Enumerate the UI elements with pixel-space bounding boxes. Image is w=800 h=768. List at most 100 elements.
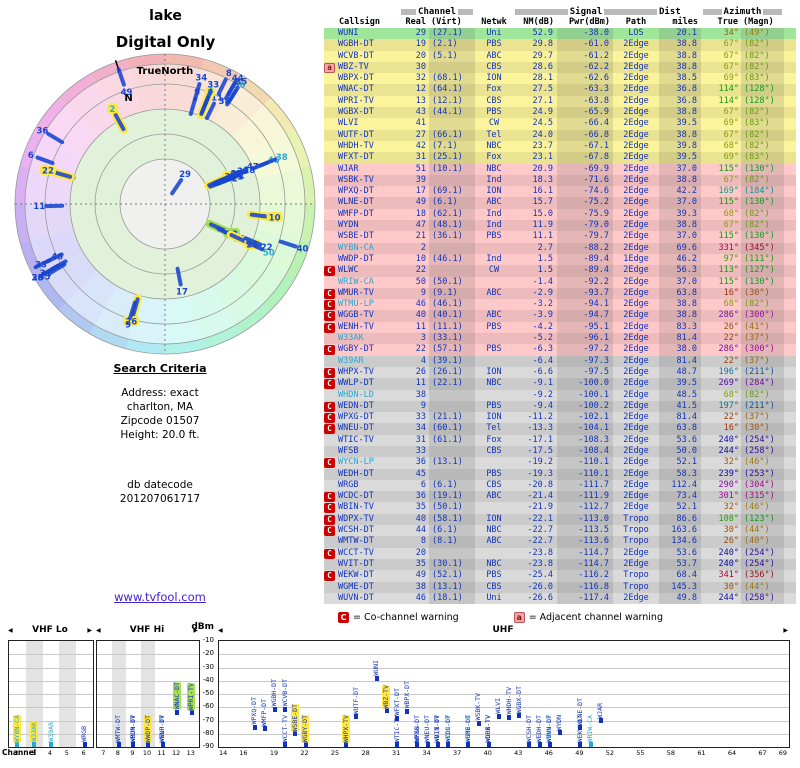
- station-callsign[interactable]: WPXQ-DT: [338, 186, 374, 197]
- channel-real: 45: [415, 468, 426, 479]
- station-callsign[interactable]: WJAR: [338, 163, 359, 174]
- spectrum-station-marker: [131, 742, 136, 747]
- channel-tick: 52: [605, 749, 615, 757]
- station-callsign[interactable]: WBIN-TV: [338, 502, 374, 513]
- noise-margin-db: -3.9: [532, 310, 553, 321]
- station-callsign[interactable]: WMUR-TV: [338, 287, 374, 298]
- power-dbm: -102.1: [557, 412, 613, 424]
- channel-tick: 7: [101, 749, 106, 757]
- station-callsign[interactable]: WCSH-DT: [338, 525, 374, 536]
- warning-marker-empty: [324, 130, 337, 141]
- station-callsign[interactable]: WNEU-DT: [338, 423, 374, 434]
- station-callsign[interactable]: WGGB-TV: [338, 310, 374, 321]
- station-callsign[interactable]: WHDH-TV: [338, 140, 374, 151]
- station-callsign[interactable]: WHPX-TV: [338, 366, 374, 377]
- channel-virtual: (50.1): [429, 502, 475, 514]
- spectrum-station-marker: [262, 726, 267, 732]
- station-callsign[interactable]: WHDN-LD: [338, 389, 374, 400]
- station-callsign[interactable]: WLVI: [338, 118, 359, 129]
- station-callsign[interactable]: WRGB: [338, 479, 359, 490]
- station-callsign[interactable]: WUTF-DT: [338, 129, 374, 140]
- channel-virtual: [429, 547, 475, 559]
- spectrum-station-label: WFSB: [412, 726, 421, 742]
- station-callsign[interactable]: WWDP-DT: [338, 253, 374, 264]
- co-channel-warning-icon: C: [338, 612, 349, 623]
- station-callsign[interactable]: WEDH-DT: [338, 468, 374, 479]
- distance-miles: 39.8: [659, 140, 701, 153]
- channel-tick: 22: [300, 749, 309, 757]
- station-callsign[interactable]: WBZ-TV: [338, 61, 369, 72]
- station-callsign[interactable]: WYDN: [338, 220, 359, 231]
- azimuth-magnetic: (30°): [741, 287, 784, 300]
- station-callsign[interactable]: WGBX-DT: [338, 107, 374, 118]
- station-callsign[interactable]: WSBK-TV: [338, 174, 374, 185]
- station-callsign[interactable]: WCDC-DT: [338, 491, 374, 502]
- co-channel-warning-marker: C: [324, 492, 335, 503]
- network: ION: [486, 412, 502, 423]
- station-callsign[interactable]: WPXG-DT: [338, 412, 374, 423]
- azimuth-magnetic: (356°): [741, 570, 784, 582]
- channel-virtual: (22.1): [429, 378, 475, 390]
- channel-virtual: [429, 389, 475, 401]
- station-callsign[interactable]: WYCN-LP: [338, 457, 374, 468]
- station-callsign[interactable]: WGME-DT: [338, 581, 374, 592]
- network: PBS: [486, 400, 502, 411]
- station-callsign[interactable]: WSBE-DT: [338, 231, 374, 242]
- distance-miles: 50.0: [659, 445, 701, 458]
- station-callsign[interactable]: WTMU-LP: [338, 299, 374, 310]
- station-callsign[interactable]: W33AK: [338, 333, 364, 344]
- station-callsign[interactable]: WDPX-TV: [338, 513, 374, 524]
- azimuth-magnetic: (128°): [741, 84, 784, 96]
- co-channel-warning-marker: C: [324, 424, 335, 435]
- station-callsign[interactable]: WBPX-DT: [338, 73, 374, 84]
- tvfool-link[interactable]: www.tvfool.com: [114, 590, 206, 604]
- spectrum-station-label: WSBE-DT: [290, 703, 299, 732]
- station-callsign[interactable]: WLWC: [338, 265, 359, 276]
- distance-miles: 112.4: [659, 479, 701, 492]
- spectrum-station-label: WCVB-DT: [280, 679, 289, 707]
- station-callsign[interactable]: WMTW-DT: [338, 536, 374, 547]
- station-callsign[interactable]: WEDN-DT: [338, 400, 374, 411]
- search-zipcode-line: Zipcode 01507: [120, 415, 200, 427]
- station-callsign[interactable]: WFSB: [338, 445, 359, 456]
- station-callsign[interactable]: WCVB-DT: [338, 50, 374, 61]
- station-callsign[interactable]: WWLP-DT: [338, 378, 374, 389]
- station-callsign[interactable]: WPRI-TV: [338, 95, 374, 106]
- station-callsign[interactable]: WENH-TV: [338, 321, 374, 332]
- network: Ind: [486, 253, 502, 264]
- spectrum-station-marker: [116, 742, 121, 747]
- distance-miles: 53.6: [659, 547, 701, 559]
- azimuth-true: 115°: [718, 197, 739, 208]
- station-callsign[interactable]: WRIW-CA: [338, 276, 374, 287]
- station-callsign[interactable]: WMFP-DT: [338, 208, 374, 219]
- station-callsign[interactable]: WGBY-DT: [338, 344, 374, 355]
- network: NBC: [486, 140, 502, 151]
- station-callsign[interactable]: WLNE-DT: [338, 197, 374, 208]
- azimuth-true: 114°: [718, 95, 739, 106]
- station-callsign[interactable]: WGBH-DT: [338, 39, 374, 50]
- noise-margin-db: -19.2: [527, 457, 553, 468]
- station-callsign[interactable]: WVIT-DT: [338, 558, 374, 569]
- channel-tick: 5: [64, 749, 69, 757]
- station-callsign[interactable]: WFXT-DT: [338, 152, 374, 163]
- polar-label-highlight: [107, 103, 118, 114]
- station-callsign[interactable]: WTIC-TV: [338, 434, 374, 445]
- power-dbm: -75.9: [557, 208, 613, 221]
- station-callsign[interactable]: WNAC-DT: [338, 84, 374, 95]
- station-callsign[interactable]: WUNI: [338, 28, 359, 38]
- report-title-mode: Digital Only: [115, 33, 216, 51]
- noise-margin-db: -13.3: [527, 423, 553, 434]
- channel-virtual: [429, 400, 475, 413]
- station-callsign[interactable]: WCCT-TV: [338, 547, 374, 558]
- station-callsign[interactable]: W39AR: [338, 355, 364, 366]
- station-callsign[interactable]: WEKW-DT: [338, 570, 374, 581]
- spectrum-station-marker: [598, 718, 603, 724]
- network: NBC: [486, 525, 502, 536]
- dbm-tick: -10: [202, 636, 214, 644]
- signal-path: 2Edge: [623, 491, 649, 502]
- station-callsign[interactable]: WUVN-DT: [338, 592, 374, 603]
- noise-margin-db: 29.8: [532, 39, 553, 50]
- gridline: [9, 654, 93, 656]
- station-callsign[interactable]: WYBN-CA: [338, 242, 374, 253]
